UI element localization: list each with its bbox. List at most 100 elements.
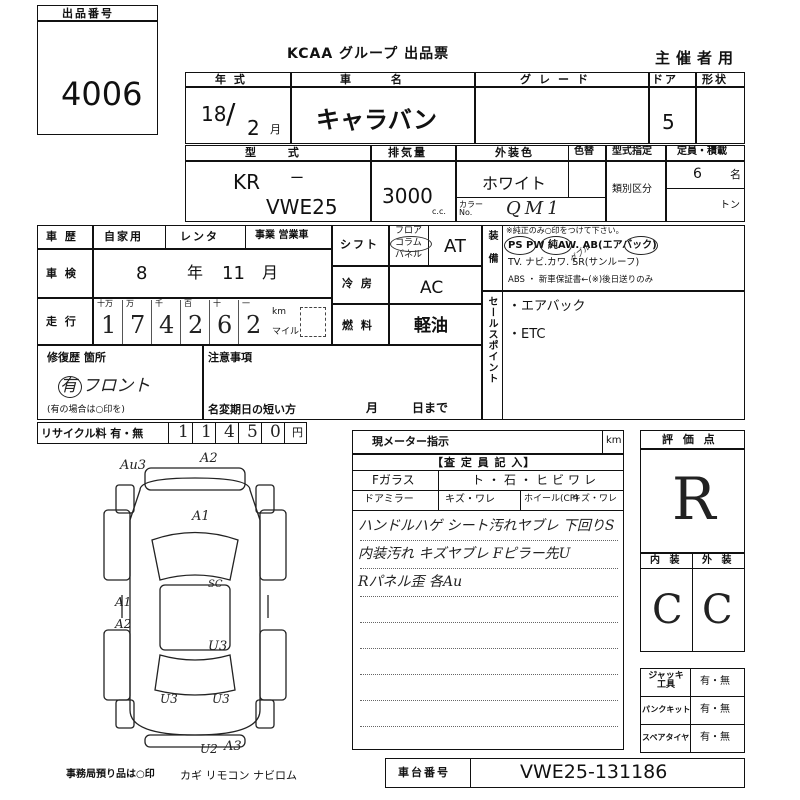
spare-value: 有・無 [700, 732, 730, 743]
repair-box [37, 345, 482, 420]
chassis-number: VWE25-131186 [520, 761, 668, 783]
color-no-label: カラー No. [459, 200, 483, 217]
chassis-label: 車台番号 [398, 766, 450, 779]
recycle-divider [192, 422, 193, 444]
model-label: 型 式 [245, 146, 313, 159]
mileage-digit-header: 千 [155, 299, 163, 308]
capacity-value: 6 [693, 166, 702, 182]
displacement-label: 排気量 [388, 146, 427, 159]
recycle-digit: 4 [224, 422, 235, 442]
damage-mark-a3: A3 [224, 739, 242, 754]
sales-point-label: セールスポイント [486, 296, 497, 384]
mileage-digit-header: 十万 [97, 299, 113, 308]
damage-mark-u3-right: U3 [208, 639, 228, 654]
cc-unit: c.c. [432, 207, 446, 216]
month-value: 2 [247, 116, 260, 140]
shift-grid [332, 225, 482, 345]
exterior-grade: C [702, 587, 733, 633]
recycle-unit: 円 [292, 426, 303, 439]
recycle-digit: 1 [201, 422, 212, 442]
shift-panel: パネル [395, 250, 423, 260]
wheel-label: ホイール(CP) [524, 494, 579, 504]
organizer-label: 主催者用 [655, 49, 740, 67]
sales-point-item-1: ・エアバック [508, 299, 586, 314]
mile-checkbox[interactable] [300, 307, 326, 337]
shift-value: AT [444, 236, 466, 257]
model-grid [185, 145, 745, 222]
fuel-label: 燃 料 [342, 319, 374, 332]
spare-label: スペアタイヤ [642, 733, 690, 742]
inspection-label: 車 検 [46, 267, 78, 280]
mileage-digit: 2 [246, 311, 262, 339]
f-glass-label: Fガラス [372, 473, 415, 487]
equipment-line-2: TV. ナビ.カワ. SR(サンルーフ) [508, 257, 640, 268]
mile-label: マイル [272, 327, 300, 337]
mileage-digit: 6 [217, 311, 233, 339]
equipment-label: 装 備 [486, 230, 497, 264]
model-value: VWE25 [266, 195, 338, 219]
vehicle-header-grid [185, 72, 745, 144]
recycle-digit: 0 [270, 422, 281, 442]
displacement-value: 3000 [382, 184, 433, 208]
fuel-value: 軽油 [414, 316, 448, 336]
inspection-year-unit: 年 [187, 263, 204, 282]
usage-grid [37, 225, 332, 345]
puncture-label: パンクキット [642, 705, 691, 714]
shift-column-circle [390, 236, 432, 252]
lot-number-box [37, 5, 158, 135]
ac-label: 冷 房 [342, 277, 374, 290]
remarks-label: 注意事項 [208, 351, 252, 364]
recycle-digit: 1 [178, 422, 189, 442]
wheel-options: キズ・ワレ [572, 494, 618, 504]
car-name: キャラバン [316, 106, 437, 134]
color-no-value: QM1 [506, 198, 563, 219]
equipment-line-3: ABS ・ 新車保証書←(※)後日送りのみ [508, 275, 654, 285]
mileage-digit-header: 十 [213, 299, 221, 308]
damage-mark-a2-top: A2 [200, 451, 218, 466]
exterior-label: 外装色 [495, 146, 534, 159]
chassis-box [385, 758, 745, 788]
car-diagram [103, 467, 287, 748]
recycle-divider [284, 422, 285, 444]
history-label: 車 歴 [46, 230, 78, 243]
deadline-month: 月 [366, 401, 381, 415]
ac-value: AC [420, 278, 444, 298]
recycle-digit: 5 [247, 422, 258, 442]
inspector-note-3: Rパネル歪 各Au [358, 574, 463, 590]
model-dash: ー [290, 171, 304, 187]
inspector-note-2: 内装汚れ キズヤブレ Fピラー先U [358, 546, 571, 562]
shift-label: シフト [340, 238, 379, 251]
office-items: カギ リモコン ナビロム [180, 769, 297, 782]
recycle-divider [238, 422, 239, 444]
mileage-digit-divider [180, 300, 181, 344]
mileage-label: 走 行 [46, 315, 78, 328]
damage-mark-u3-rear-left: U3 [160, 692, 178, 706]
recycle-divider [261, 422, 262, 444]
damage-mark-au3: Au3 [120, 458, 147, 473]
form-title: KCAA グループ 出品票 [287, 46, 450, 62]
meter-unit: km [606, 435, 622, 446]
private-label: 自家用 [104, 230, 143, 243]
mileage-digit-divider [151, 300, 152, 344]
door-count: 5 [662, 110, 675, 134]
deadline-day: 日まで [412, 401, 449, 415]
door-label: ドア [652, 73, 678, 86]
lot-number: 4006 [61, 75, 143, 113]
office-note: 事務局預り品は○印 [66, 769, 155, 780]
inspection-month: 11 [222, 263, 245, 284]
interior-grade: C [652, 587, 683, 633]
inspection-month-unit: 月 [262, 263, 279, 282]
recycle-box [37, 422, 307, 444]
pw-circle [540, 236, 572, 255]
inspector-box [352, 430, 624, 750]
recycle-divider [215, 422, 216, 444]
tools-box [640, 668, 745, 753]
exterior-grade-label: 外 装 [702, 555, 735, 566]
interior-label: 内 装 [650, 555, 683, 566]
shape-label: 形状 [702, 73, 728, 86]
damage-mark-a1-side: A1 [115, 595, 132, 609]
mileage-digit: 4 [159, 311, 175, 339]
damage-mark-u3-rear-right: U3 [212, 692, 230, 706]
business-label: 事業 営業車 [255, 230, 309, 241]
grade-score: R [672, 465, 716, 533]
